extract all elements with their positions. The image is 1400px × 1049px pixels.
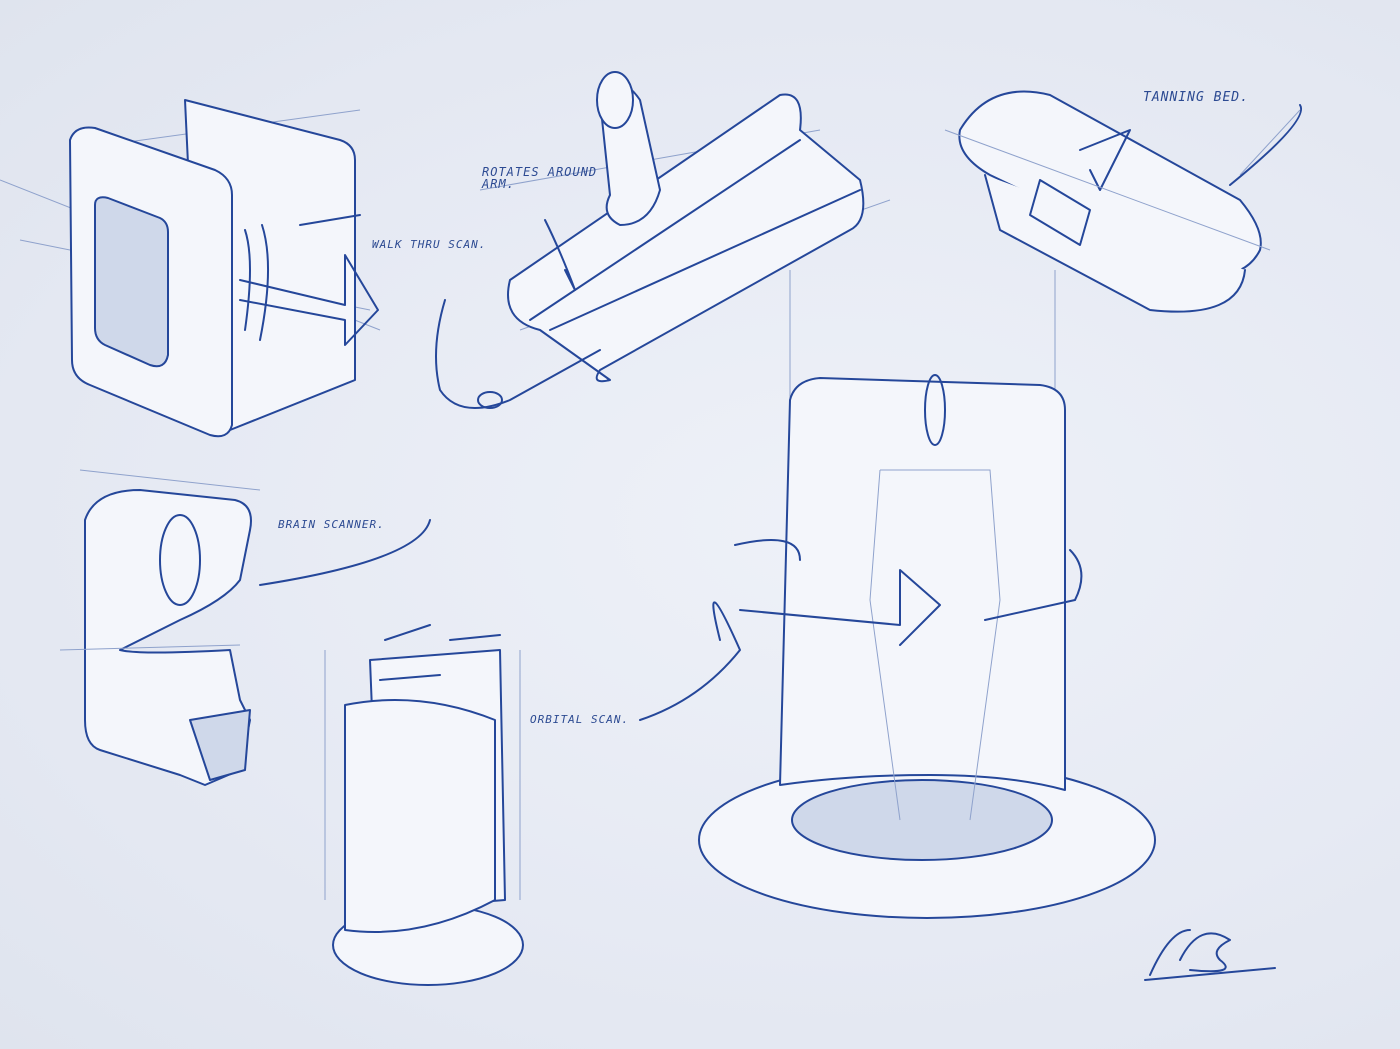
tanning-bed — [944, 90, 1301, 313]
orbital-scanner-small — [324, 624, 524, 986]
label-rotates-around-arm: ROTATES AROUND ARM. — [482, 165, 598, 191]
label-orbital-scan: ORBITAL SCAN. — [530, 713, 630, 726]
arm-scanner — [435, 71, 891, 409]
label-brain-scanner: BRAIN SCANNER. — [278, 518, 385, 531]
walk-thru-scanner — [0, 99, 381, 438]
label-walk-thru-scan: WALK THRU SCAN. — [372, 238, 487, 251]
leader-lines — [259, 104, 1303, 721]
brain-scanner — [59, 469, 261, 786]
label-tanning-bed: TANNING BED. — [1143, 90, 1249, 105]
signature — [1144, 929, 1276, 981]
orbital-scanner-large — [698, 270, 1156, 919]
